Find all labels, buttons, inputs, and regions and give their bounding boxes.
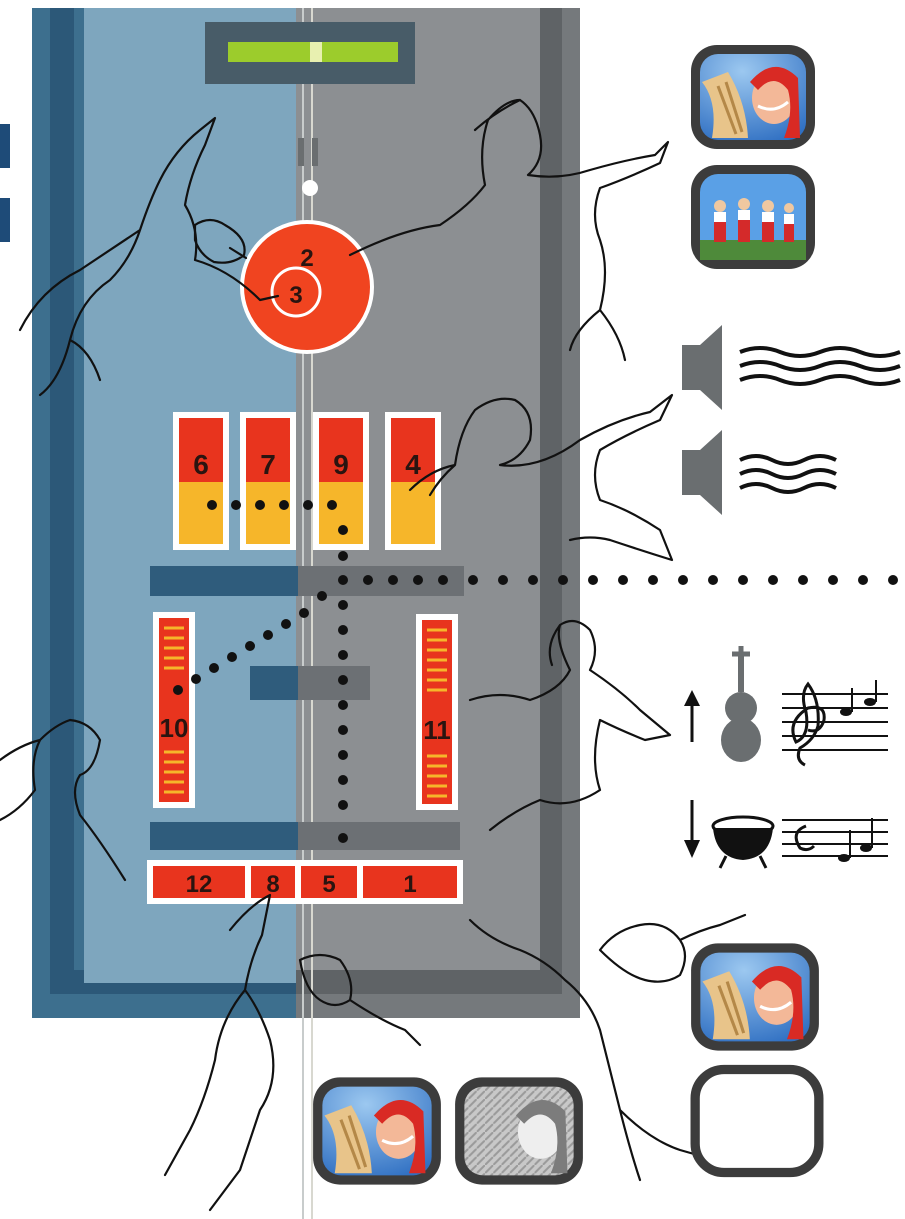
separator-bar bbox=[150, 822, 298, 850]
arrow-up-icon bbox=[684, 690, 700, 742]
bottom-button-label: 5 bbox=[322, 871, 335, 898]
bottom-button-bar: 12 8 5 1 bbox=[147, 860, 463, 904]
push-button-4[interactable]: 4 bbox=[385, 412, 441, 550]
violin-icon bbox=[721, 646, 761, 762]
sound-waves-loud bbox=[740, 348, 900, 384]
push-button-7[interactable]: 7 bbox=[240, 412, 296, 550]
bottom-button-5[interactable]: 5 bbox=[301, 866, 357, 898]
button-label: 4 bbox=[405, 449, 421, 480]
slider-10[interactable]: 10 bbox=[153, 612, 195, 808]
tv-bw-woman-icon bbox=[455, 1077, 583, 1184]
tv-blank-icon bbox=[695, 1069, 819, 1172]
speaker-loud-icon bbox=[682, 325, 722, 410]
tv-color-dancers-icon bbox=[691, 165, 815, 269]
top-indicator bbox=[205, 22, 415, 84]
bottom-button-1[interactable]: 1 bbox=[363, 866, 457, 898]
separator-bar bbox=[150, 566, 298, 596]
slider-label: 11 bbox=[423, 715, 451, 745]
middle-mark bbox=[250, 666, 298, 700]
treble-clef-notes-icon bbox=[782, 680, 888, 765]
channel-knob[interactable]: 2 3 bbox=[242, 222, 372, 352]
bottom-button-label: 1 bbox=[403, 871, 416, 898]
button-label: 9 bbox=[333, 449, 349, 480]
knob-inner-label: 3 bbox=[289, 282, 302, 309]
tv-color-woman-icon bbox=[691, 45, 815, 149]
kettle-drum-icon bbox=[713, 817, 773, 868]
panel-blue-rail bbox=[50, 8, 74, 993]
button-label: 7 bbox=[260, 449, 276, 480]
tv-color-woman-icon bbox=[313, 1077, 441, 1184]
slider-label: 10 bbox=[160, 713, 189, 743]
button-label: 6 bbox=[193, 449, 209, 480]
arrow-down-icon bbox=[684, 800, 700, 858]
push-button-6[interactable]: 6 bbox=[173, 412, 229, 550]
bottom-button-12[interactable]: 12 bbox=[153, 866, 245, 898]
tv-color-woman-icon bbox=[691, 943, 819, 1050]
speaker-soft-icon bbox=[682, 430, 722, 515]
slider-11[interactable]: 11 bbox=[416, 614, 458, 810]
bottom-button-8[interactable]: 8 bbox=[251, 866, 295, 898]
antenna-mark bbox=[298, 138, 304, 166]
pilot-light bbox=[302, 180, 318, 196]
bottom-button-label: 8 bbox=[266, 871, 279, 898]
bottom-button-label: 12 bbox=[186, 871, 213, 898]
bass-notes-icon bbox=[782, 818, 888, 862]
sound-waves-soft bbox=[740, 456, 836, 492]
edge-mark bbox=[0, 198, 10, 242]
edge-mark bbox=[0, 124, 10, 168]
knob-outer-label: 2 bbox=[300, 245, 313, 272]
